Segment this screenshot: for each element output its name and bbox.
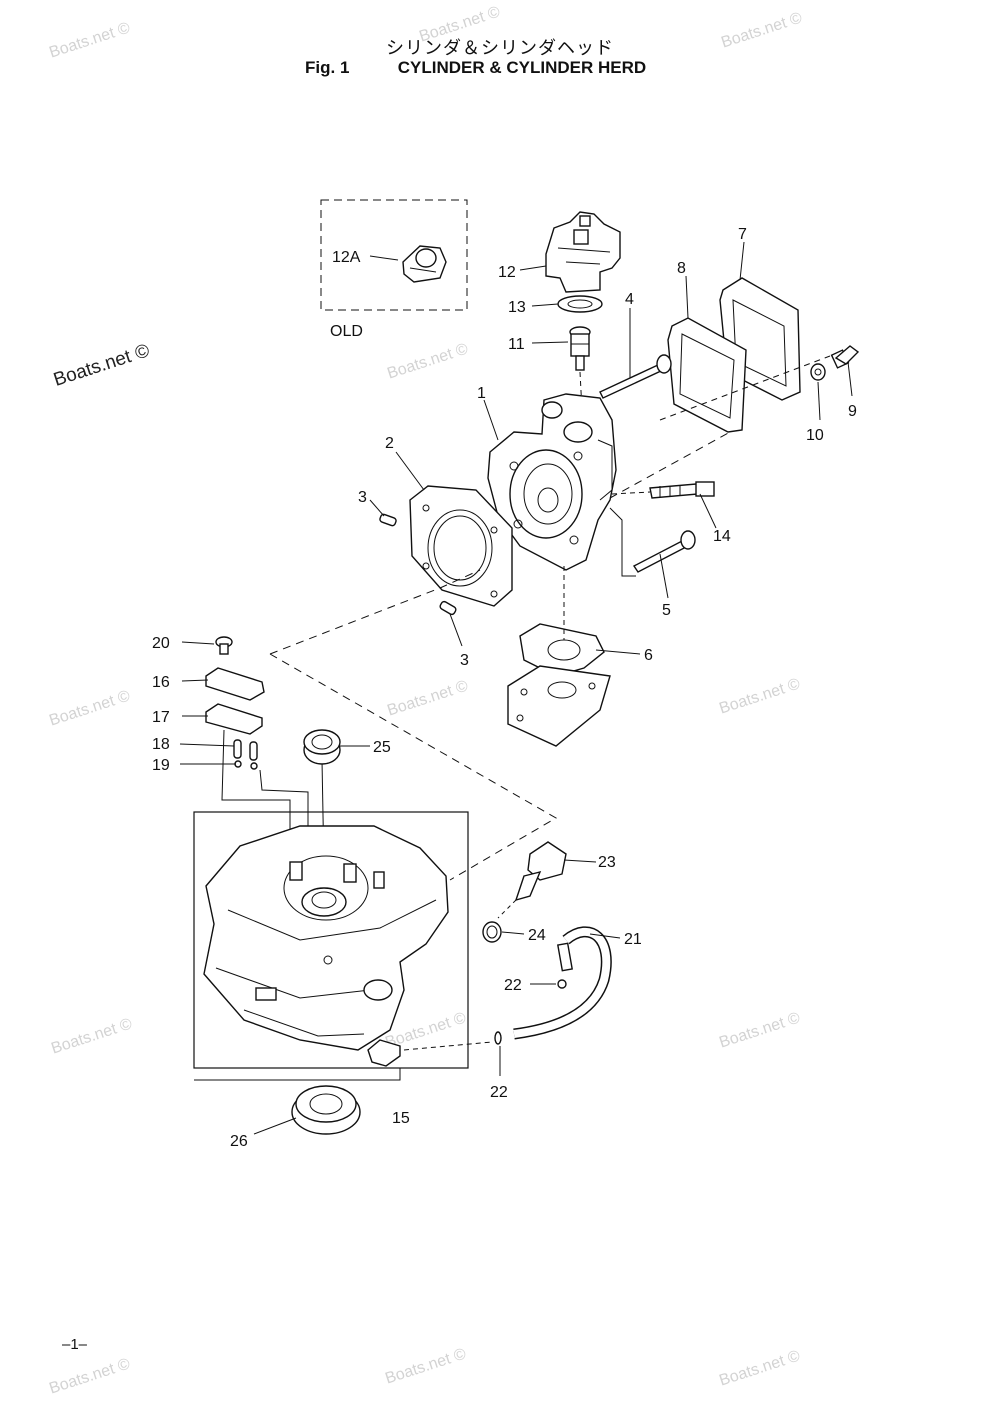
callout-2: 2 [385, 435, 394, 452]
callout-9: 9 [848, 403, 857, 420]
figure-title: Fig. 1 CYLINDER & CYLINDER HERD [305, 58, 646, 78]
callout-11: 11 [508, 336, 525, 353]
callout-13: 13 [508, 299, 526, 316]
hose-fitting [367, 1039, 401, 1067]
part-25-oil-seal [303, 729, 341, 765]
callout-22-lower: 22 [490, 1084, 508, 1101]
part-3-dowel-pin-upper [379, 513, 397, 527]
exhaust-cover-plate [507, 665, 611, 747]
part-21-hose [513, 926, 612, 1040]
part-5-bolt [632, 530, 696, 573]
part-12a-old-thermostat-cover [402, 245, 447, 283]
callout-22-upper: 22 [504, 977, 522, 994]
part-11-thermostat [569, 326, 591, 371]
callout-3-lower: 3 [460, 652, 469, 669]
part-2-cylinder-gasket [409, 485, 513, 607]
callout-18: 18 [152, 736, 170, 753]
part-6-exhaust-gasket [519, 623, 605, 677]
callout-26: 26 [230, 1133, 248, 1150]
callout-12a: 12A [332, 249, 361, 266]
callout-17: 17 [152, 709, 170, 726]
callout-25: 25 [373, 739, 391, 756]
callout-4: 4 [625, 291, 634, 308]
callout-21: 21 [624, 931, 642, 948]
callout-1: 1 [477, 385, 486, 402]
callout-7: 7 [738, 226, 747, 243]
part-9-bolt [830, 345, 860, 369]
part-19-o-ring [234, 760, 258, 770]
old-part-inset-box [320, 199, 468, 311]
part-20-screw [215, 636, 233, 655]
callout-23: 23 [598, 854, 616, 871]
part-3-dowel-pin-lower [439, 600, 457, 616]
callout-8: 8 [677, 260, 686, 277]
part-12-thermostat-housing [545, 211, 621, 293]
part-24-o-ring-washer [482, 921, 502, 943]
figure-title-english: CYLINDER & CYLINDER HERD [397, 58, 647, 77]
figure-number: Fig. 1 [305, 58, 350, 77]
page-number: –1– [62, 1336, 88, 1353]
callout-3-upper: 3 [358, 489, 367, 506]
inset-label-old: OLD [330, 323, 363, 340]
part-17-plate-gasket [205, 703, 263, 735]
callout-12: 12 [498, 264, 516, 281]
callout-14: 14 [713, 528, 731, 545]
part-15-crankcase-box [193, 811, 469, 1069]
part-16-cover-plate [205, 667, 265, 701]
part-10-washer [810, 363, 826, 381]
title-japanese: シリンダ＆シリンダヘッド [386, 38, 614, 59]
part-23-drain-screw [514, 841, 567, 902]
part-26-bearing [291, 1085, 361, 1135]
part-13-thermostat-gasket [557, 295, 603, 313]
part-4-long-bolt [599, 354, 672, 399]
part-14-spark-plug [649, 481, 715, 499]
callout-16: 16 [152, 674, 170, 691]
callout-20: 20 [152, 635, 170, 652]
callout-15: 15 [392, 1110, 410, 1127]
part-8-head-cover-gasket [667, 317, 747, 433]
callout-24: 24 [528, 927, 546, 944]
part-22-hose-clip-lower [494, 1031, 502, 1045]
part-22-hose-clip-upper [557, 979, 567, 989]
callout-19: 19 [152, 757, 170, 774]
part-1-cylinder-block [487, 393, 617, 571]
part-15-crankcase [203, 825, 449, 1051]
callout-10: 10 [806, 427, 824, 444]
callout-5: 5 [662, 602, 671, 619]
part-18-pin [233, 739, 258, 761]
callout-6: 6 [644, 647, 653, 664]
